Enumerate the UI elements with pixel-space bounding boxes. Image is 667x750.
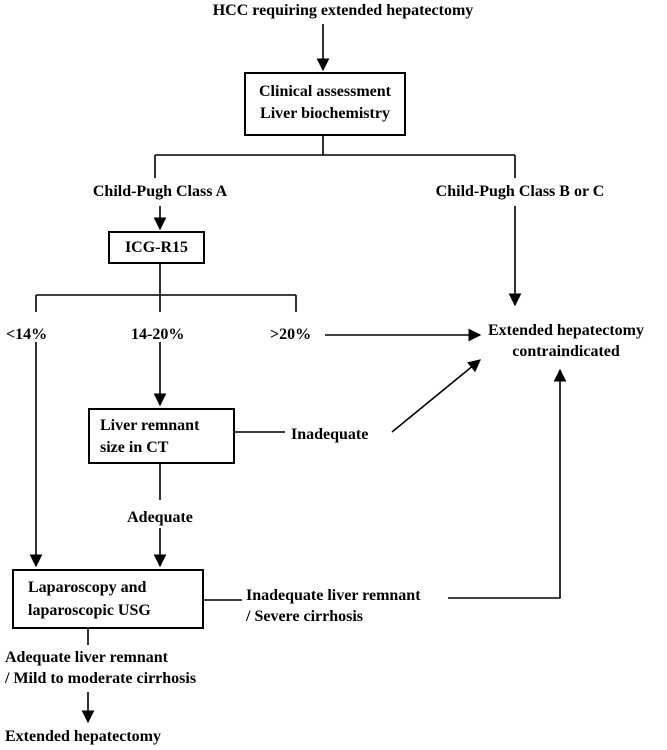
assessment-line-1: Clinical assessment — [259, 83, 391, 100]
adequate-remnant-line-2: / Mild to moderate cirrhosis — [5, 670, 197, 687]
laparoscopy-box: Laparoscopy and laparoscopic USG — [12, 569, 204, 629]
arrow-inadequate-remnant-to-contraindicated — [448, 368, 567, 599]
icg-r15-box: ICG-R15 — [108, 231, 205, 264]
remnant-line-1: Liver remnant — [100, 417, 200, 434]
icg-r15-label: ICG-R15 — [124, 239, 189, 256]
contraindicated-line-2: contraindicated — [512, 343, 620, 360]
inadequate-remnant-line-2: / Severe cirrhosis — [246, 608, 364, 625]
inadequate-label: Inadequate — [291, 426, 369, 443]
branch-less-than-14: <14% — [6, 326, 48, 343]
branch-greater-than-20: >20% — [270, 326, 312, 343]
contraindicated-line-1: Extended hepatectomy — [488, 322, 644, 339]
extended-hepatectomy-label: Extended hepatectomy — [5, 728, 161, 745]
arrow-inadequate-to-contraindicated — [391, 359, 481, 433]
remnant-line-2: size in CT — [100, 439, 169, 456]
laparoscopy-line-2: laparoscopic USG — [28, 602, 151, 619]
adequate-remnant-line-1: Adequate liver remnant — [5, 649, 168, 666]
assessment-line-2: Liver biochemistry — [260, 105, 390, 122]
liver-remnant-box: Liver remnant size in CT — [88, 408, 235, 464]
child-pugh-bc-label: Child-Pugh Class B or C — [435, 183, 605, 200]
inadequate-remnant-line-1: Inadequate liver remnant — [246, 587, 421, 604]
laparoscopy-line-1: Laparoscopy and — [28, 579, 147, 596]
branch-14-to-20: 14-20% — [131, 326, 185, 343]
adequate-label: Adequate — [127, 509, 193, 526]
child-pugh-a-label: Child-Pugh Class A — [92, 183, 228, 200]
clinical-assessment-box: Clinical assessment Liver biochemistry — [244, 72, 406, 136]
start-label: HCC requiring extended hepatectomy — [212, 2, 474, 19]
